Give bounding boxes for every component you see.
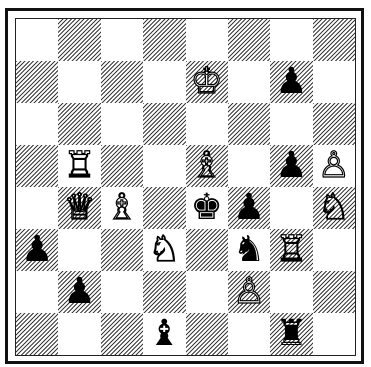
white-knight-icon[interactable]: ♘ [318,190,350,226]
black-pawn-icon[interactable]: ♟ [275,148,307,184]
square-c7[interactable] [101,61,143,103]
square-h1[interactable] [313,313,355,355]
square-a8[interactable] [16,19,58,61]
square-g2[interactable] [270,271,312,313]
white-rook-icon[interactable]: ♖ [275,232,307,268]
chess-board[interactable]: ♔ ♟ ♖ ♗ ♟ ♙ ♕ ♗ ♚ ♟ ♘ ♟ ♘ ♞ ♖ ♟ ♙ ♝ ♜ [15,18,356,356]
square-a3[interactable]: ♟ [16,229,58,271]
square-d6[interactable] [143,103,185,145]
square-a7[interactable] [16,61,58,103]
square-e7[interactable]: ♔ [186,61,228,103]
square-e5[interactable]: ♗ [186,145,228,187]
black-king-icon[interactable]: ♚ [191,190,223,226]
square-c6[interactable] [101,103,143,145]
square-b7[interactable] [58,61,100,103]
black-pawn-icon[interactable]: ♟ [233,190,265,226]
white-pawn-icon[interactable]: ♙ [318,148,350,184]
square-f4[interactable]: ♟ [228,187,270,229]
square-g3[interactable]: ♖ [270,229,312,271]
square-b8[interactable] [58,19,100,61]
square-d7[interactable] [143,61,185,103]
square-c5[interactable] [101,145,143,187]
square-f5[interactable] [228,145,270,187]
white-bishop-icon[interactable]: ♗ [106,190,138,226]
black-knight-icon[interactable]: ♞ [233,232,265,268]
square-h2[interactable] [313,271,355,313]
black-pawn-icon[interactable]: ♟ [21,232,53,268]
white-king-icon[interactable]: ♔ [191,64,223,100]
square-g5[interactable]: ♟ [270,145,312,187]
white-pawn-icon[interactable]: ♙ [233,274,265,310]
square-f6[interactable] [228,103,270,145]
square-e3[interactable] [186,229,228,271]
square-e1[interactable] [186,313,228,355]
square-b2[interactable]: ♟ [58,271,100,313]
square-g8[interactable] [270,19,312,61]
square-g7[interactable]: ♟ [270,61,312,103]
square-g4[interactable] [270,187,312,229]
square-h8[interactable] [313,19,355,61]
square-c2[interactable] [101,271,143,313]
square-e4[interactable]: ♚ [186,187,228,229]
black-rook-icon[interactable]: ♜ [275,316,307,352]
square-h4[interactable]: ♘ [313,187,355,229]
square-b1[interactable] [58,313,100,355]
square-h6[interactable] [313,103,355,145]
square-d3[interactable]: ♘ [143,229,185,271]
square-c3[interactable] [101,229,143,271]
square-b5[interactable]: ♖ [58,145,100,187]
square-a6[interactable] [16,103,58,145]
square-c1[interactable] [101,313,143,355]
square-e8[interactable] [186,19,228,61]
square-f7[interactable] [228,61,270,103]
square-c4[interactable]: ♗ [101,187,143,229]
black-pawn-icon[interactable]: ♟ [275,64,307,100]
chess-diagram-frame: ♔ ♟ ♖ ♗ ♟ ♙ ♕ ♗ ♚ ♟ ♘ ♟ ♘ ♞ ♖ ♟ ♙ ♝ ♜ [5,8,364,364]
black-pawn-icon[interactable]: ♟ [63,274,95,310]
square-e2[interactable] [186,271,228,313]
square-d1[interactable]: ♝ [143,313,185,355]
square-d8[interactable] [143,19,185,61]
square-h7[interactable] [313,61,355,103]
square-c8[interactable] [101,19,143,61]
square-h3[interactable] [313,229,355,271]
square-d5[interactable] [143,145,185,187]
square-d4[interactable] [143,187,185,229]
square-f1[interactable] [228,313,270,355]
white-bishop-icon[interactable]: ♗ [191,148,223,184]
square-h5[interactable]: ♙ [313,145,355,187]
black-bishop-icon[interactable]: ♝ [148,316,180,352]
square-a4[interactable] [16,187,58,229]
white-queen-icon[interactable]: ♕ [63,190,95,226]
square-f8[interactable] [228,19,270,61]
square-d2[interactable] [143,271,185,313]
square-b4[interactable]: ♕ [58,187,100,229]
square-b3[interactable] [58,229,100,271]
square-a1[interactable] [16,313,58,355]
square-a5[interactable] [16,145,58,187]
square-g1[interactable]: ♜ [270,313,312,355]
square-f2[interactable]: ♙ [228,271,270,313]
square-a2[interactable] [16,271,58,313]
white-rook-icon[interactable]: ♖ [63,148,95,184]
square-e6[interactable] [186,103,228,145]
square-f3[interactable]: ♞ [228,229,270,271]
square-g6[interactable] [270,103,312,145]
square-b6[interactable] [58,103,100,145]
white-knight-icon[interactable]: ♘ [148,232,180,268]
